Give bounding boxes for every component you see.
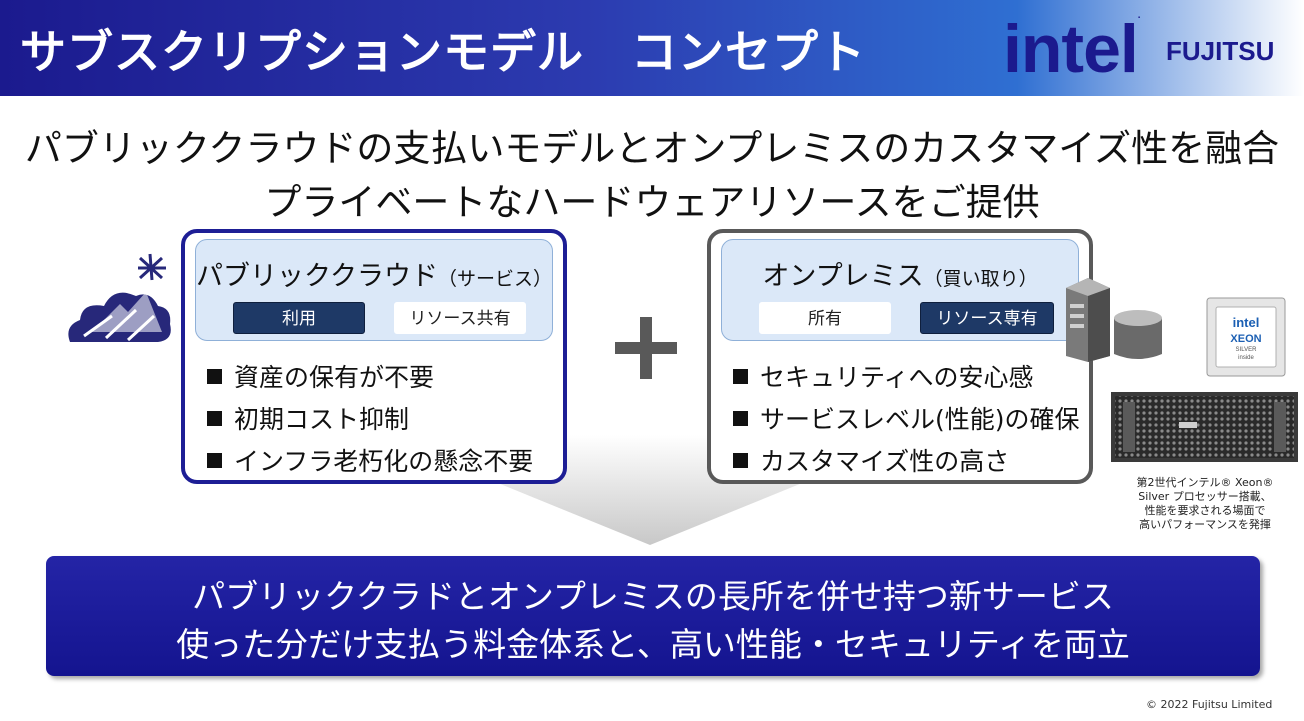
- hardware-caption-line: 高いパフォーマンスを発揮: [1139, 518, 1271, 531]
- bullet-square-icon: [733, 452, 748, 468]
- public-cloud-benefits-list: 資産の保有が不要 初期コスト抑制 インフラ老朽化の懸念不要: [207, 357, 533, 483]
- list-item: 初期コスト抑制: [207, 399, 533, 441]
- list-item: インフラ老朽化の懸念不要: [207, 441, 533, 483]
- list-item: セキュリティへの安心感: [733, 357, 1080, 399]
- intel-logo: intel.: [1003, 10, 1140, 88]
- public-cloud-subtitle: （サービス）: [437, 268, 552, 290]
- conclusion-banner: パブリッククラドとオンプレミスの長所を併せ持つ新サービス 使った分だけ支払う料金…: [46, 556, 1260, 676]
- public-cloud-card: パブリッククラウド（サービス） 利用 リソース共有 資産の保有が不要 初期コスト…: [181, 229, 567, 484]
- bullet-square-icon: [207, 368, 222, 384]
- plus-icon: [615, 317, 677, 379]
- copyright-notice: © 2022 Fujitsu Limited: [1146, 698, 1273, 711]
- hardware-caption-line: 性能を要求される場面で: [1144, 504, 1266, 517]
- list-item: 資産の保有が不要: [207, 357, 533, 399]
- public-cloud-title-text: パブリッククラウド: [196, 261, 438, 292]
- intel-logo-registered-mark: .: [1137, 10, 1141, 21]
- hardware-caption-line: Silver プロセッサー搭載、: [1138, 490, 1272, 503]
- intel-logo-text: intel: [1003, 11, 1139, 87]
- public-cloud-title: パブリッククラウド（サービス）: [196, 254, 552, 293]
- xeon-chip-badge: intel XEON SILVER inside: [1206, 297, 1286, 377]
- cloud-sparkle-icon: [68, 253, 171, 342]
- conclusion-line-2: 使った分だけ支払う料金体系と、高い性能・セキュリティを両立: [176, 625, 1130, 664]
- headline-line-1: パブリッククラウドの支払いモデルとオンプレミスのカスタマイズ性を融合: [24, 127, 1280, 170]
- page-title: サブスクリプションモデル コンセプト: [20, 25, 866, 79]
- plus-vertical-bar: [640, 317, 652, 379]
- server-storage-icon: [1066, 278, 1162, 362]
- on-premise-card-header: オンプレミス（買い取り） 所有 リソース専有: [721, 239, 1079, 341]
- public-cloud-usage-tag: 利用: [233, 302, 365, 334]
- list-item-text: カスタマイズ性の高さ: [760, 447, 1010, 476]
- bullet-square-icon: [733, 410, 748, 426]
- rack-server-image: [1111, 392, 1298, 462]
- conclusion-line-1: パブリッククラドとオンプレミスの長所を併せ持つ新サービス: [192, 577, 1114, 616]
- list-item-text: 資産の保有が不要: [234, 363, 435, 392]
- xeon-product-text: XEON: [1230, 333, 1261, 345]
- list-item-text: サービスレベル(性能)の確保: [760, 405, 1080, 434]
- list-item-text: セキュリティへの安心感: [760, 363, 1034, 392]
- header-bar: サブスクリプションモデル コンセプト intel. FUJITSU: [0, 0, 1304, 96]
- list-item-text: インフラ老朽化の懸念不要: [234, 447, 534, 476]
- hardware-caption: 第2世代インテル® Xeon® Silver プロセッサー搭載、 性能を要求され…: [1120, 476, 1290, 532]
- on-premise-own-tag: 所有: [759, 302, 891, 334]
- list-item: カスタマイズ性の高さ: [733, 441, 1080, 483]
- on-premise-dedicated-tag: リソース専有: [920, 302, 1054, 334]
- fujitsu-logo: FUJITSU: [1166, 36, 1275, 66]
- bullet-square-icon: [207, 410, 222, 426]
- bullet-square-icon: [207, 452, 222, 468]
- on-premise-subtitle: （買い取り）: [923, 268, 1038, 290]
- on-premise-benefits-list: セキュリティへの安心感 サービスレベル(性能)の確保 カスタマイズ性の高さ: [733, 357, 1080, 483]
- public-cloud-shared-tag: リソース共有: [394, 302, 526, 334]
- list-item: サービスレベル(性能)の確保: [733, 399, 1080, 441]
- on-premise-title-text: オンプレミス: [762, 261, 924, 292]
- bullet-square-icon: [733, 368, 748, 384]
- public-cloud-card-header: パブリッククラウド（サービス） 利用 リソース共有: [195, 239, 553, 341]
- xeon-brand-text: intel: [1233, 315, 1260, 330]
- on-premise-card: オンプレミス（買い取り） 所有 リソース専有 セキュリティへの安心感 サービスレ…: [707, 229, 1093, 484]
- headline-line-2: プライベートなハードウェアリソースをご提供: [264, 181, 1040, 224]
- list-item-text: 初期コスト抑制: [234, 405, 410, 434]
- on-premise-title: オンプレミス（買い取り）: [722, 254, 1078, 293]
- hardware-caption-line: 第2世代インテル® Xeon®: [1136, 476, 1274, 489]
- xeon-tier-text: SILVER: [1236, 347, 1258, 353]
- xeon-inside-text: inside: [1238, 355, 1254, 361]
